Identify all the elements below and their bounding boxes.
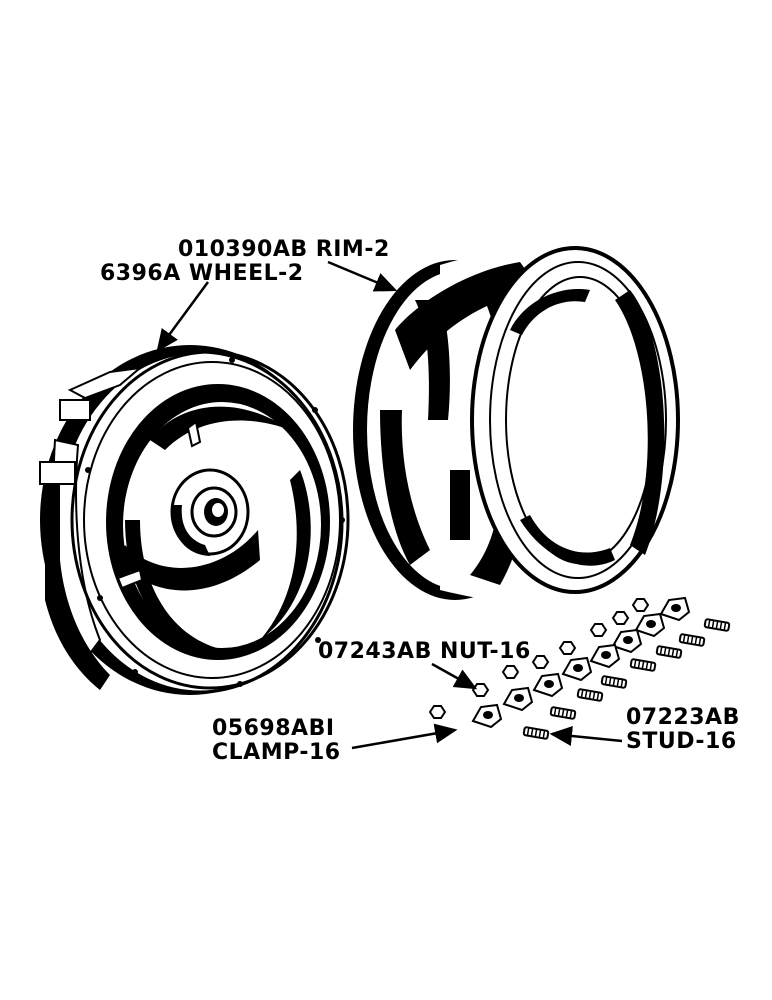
nut-icon [558,641,577,655]
nut-icon [501,665,520,679]
clamp-hole-icon [623,636,633,644]
hardware-drawing [428,596,731,740]
clamp-hole-icon [514,694,524,702]
wheel-drawing [39,345,350,695]
clamp-hole-icon [601,651,611,659]
clamp-hole-icon [573,664,583,672]
clamp-name-label: CLAMP-16 [212,740,341,765]
nut-icon [471,683,490,697]
stud-arrow [549,726,623,746]
wheel-arrow [156,281,210,353]
clamp-arrow [351,723,458,750]
stud-thread-icon [682,634,702,646]
rim-drawing [353,246,680,605]
stud-thread-icon [526,727,546,739]
clamp-hole-icon [544,680,554,688]
nut-icon [631,598,650,612]
stud-part-label: 07223AB [626,705,740,730]
leader-lines [156,260,623,750]
clamp-hole-icon [646,620,656,628]
clamp-hole-icon [671,604,681,612]
wheel-label: 6396A WHEEL-2 [100,261,304,286]
nut-icon [531,655,550,669]
nut-icon [611,611,630,625]
stud-thread-icon [553,707,573,719]
nut-label: 07243AB NUT-16 [318,639,531,664]
stud-name-label: STUD-16 [626,729,737,754]
stud-thread-icon [659,646,679,658]
stud-thread-icon [707,619,727,631]
stud-thread-icon [580,689,600,701]
nut-icon [428,705,447,719]
rim-arrow [327,260,398,292]
rim-label: 010390AB RIM-2 [178,237,390,262]
stud-thread-icon [604,676,624,688]
clamp-hole-icon [483,711,493,719]
stud-thread-icon [633,659,653,671]
clamp-part-label: 05698ABI [212,716,335,741]
nut-icon [589,623,608,637]
nut-arrow [431,662,478,690]
